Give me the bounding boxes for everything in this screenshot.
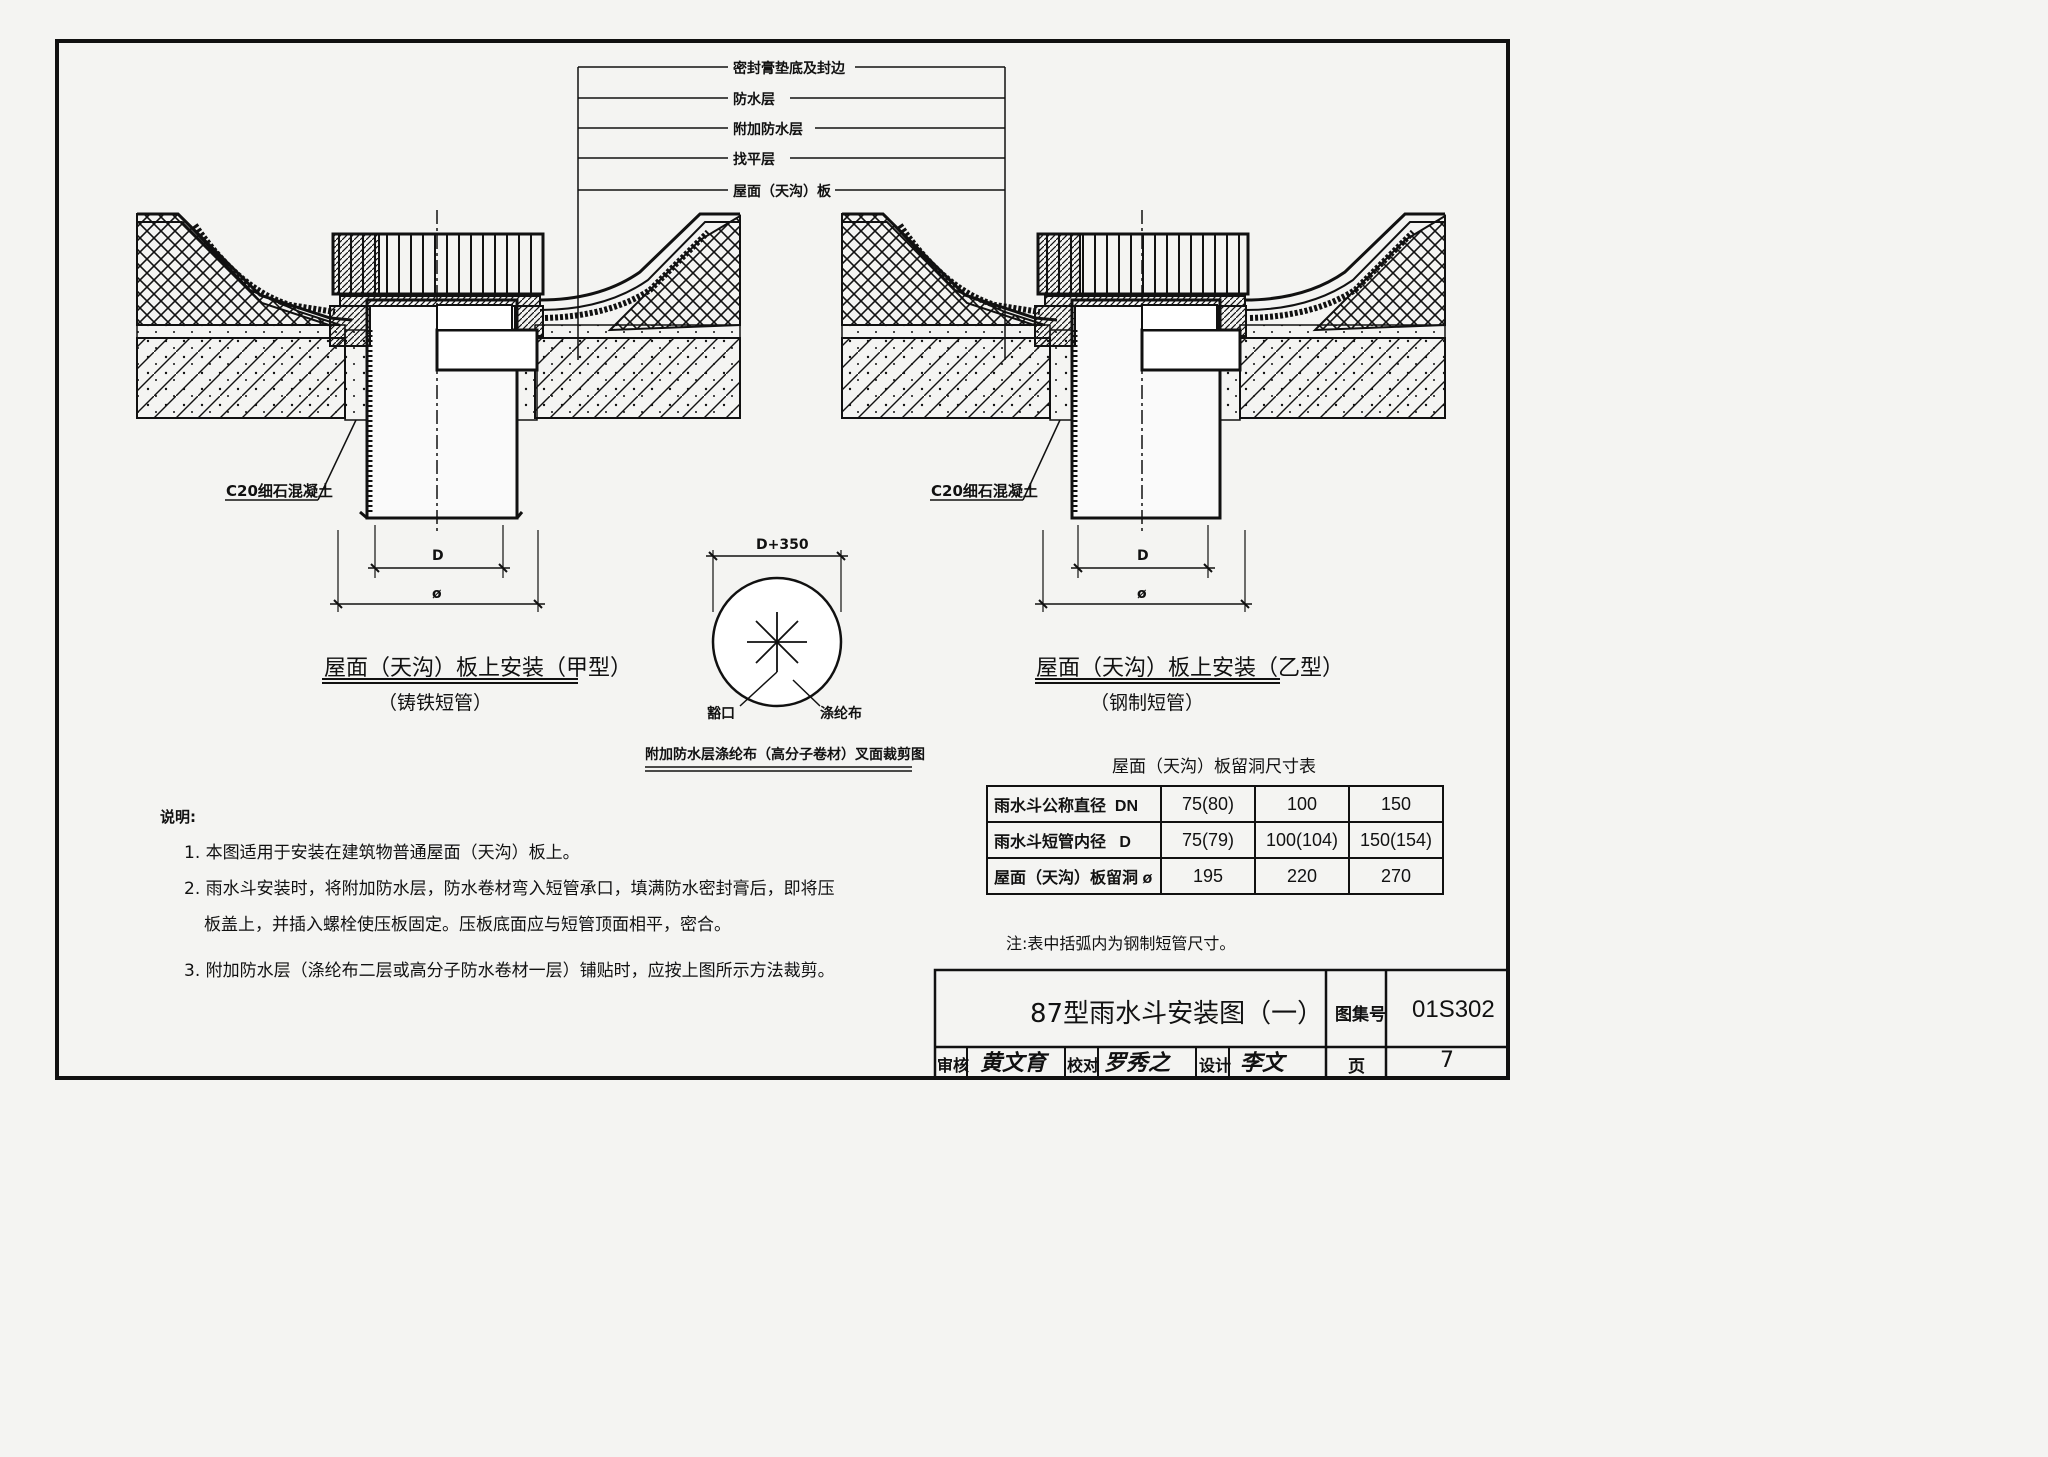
row-label: 屋面（天沟）板留洞 xyxy=(994,870,1139,887)
left-concrete-label: C20细石混凝土 xyxy=(226,482,333,500)
label-leveling-layer: 找平层 xyxy=(733,152,775,168)
note-2-cont: 板盖上，并插入螺栓使压板固定。压板底面应与短管顶面相平，密合。 xyxy=(204,915,731,935)
row-symbol: ø xyxy=(1142,870,1153,887)
page-number: 7 xyxy=(1440,1048,1454,1073)
right-subcaption: （钢制短管） xyxy=(1090,692,1205,714)
drawing-sheet: 密封膏垫底及封边 防水层 附加防水层 找平层 屋面（天沟）板 C20细石混凝土 … xyxy=(55,39,1510,1080)
table-cell: 270 xyxy=(1348,857,1444,895)
table-cell: 75(80) xyxy=(1160,785,1256,823)
table-cell: 雨水斗短管内径 D xyxy=(986,821,1162,859)
table-cell: 150 xyxy=(1348,785,1444,823)
cut-label-notch: 豁口 xyxy=(707,706,735,722)
label-roof-slab: 屋面（天沟）板 xyxy=(733,184,831,200)
check-label: 校对 xyxy=(1067,1056,1100,1075)
right-installation-section xyxy=(841,210,1446,684)
left-caption: 屋面（天沟）板上安装（甲型） xyxy=(324,656,633,681)
notes-title: 说明: xyxy=(160,808,196,826)
cut-caption: 附加防水层涤纶布（高分子卷材）叉面裁剪图 xyxy=(645,747,925,763)
label-waterproof-layer: 防水层 xyxy=(733,92,775,108)
table-row: 屋面（天沟）板留洞 ø 195 220 270 xyxy=(986,857,1444,895)
row-symbol: D xyxy=(1119,834,1131,851)
layer-leaders xyxy=(577,66,1006,360)
cut-detail-figure xyxy=(645,550,912,772)
atlas-label: 图集号 xyxy=(1335,1005,1386,1025)
note-2: 2. 雨水斗安装时，将附加防水层，防水卷材弯入短管承口，填满防水密封膏后，即将压 xyxy=(184,879,835,899)
label-sealant: 密封膏垫底及封边 xyxy=(733,61,845,77)
check-signature: 罗秀之 xyxy=(1104,1050,1171,1076)
drawing-canvas xyxy=(55,39,1510,1080)
row-label: 雨水斗短管内径 xyxy=(994,834,1107,851)
table-cell: 150(154) xyxy=(1348,821,1444,859)
right-dim-outer: ø xyxy=(1137,586,1147,602)
table-row: 雨水斗公称直径 DN 75(80) 100 150 xyxy=(986,785,1444,823)
table-cell: 屋面（天沟）板留洞 ø xyxy=(986,857,1162,895)
hole-size-table: 雨水斗公称直径 DN 75(80) 100 150 雨水斗短管内径 D 75(7… xyxy=(986,785,1444,895)
page-label: 页 xyxy=(1348,1057,1365,1077)
design-label: 设计 xyxy=(1199,1056,1232,1075)
review-label: 审核 xyxy=(937,1056,970,1075)
row-label: 雨水斗公称直径 xyxy=(994,798,1107,815)
review-signature: 黄文育 xyxy=(980,1050,1047,1076)
right-dim-inner: D xyxy=(1137,548,1149,564)
note-1: 1. 本图适用于安装在建筑物普通屋面（天沟）板上。 xyxy=(184,843,580,863)
hole-table-note: 注:表中括弧内为钢制短管尺寸。 xyxy=(1006,934,1236,953)
title-block-frame xyxy=(933,968,1510,1080)
table-cell: 100(104) xyxy=(1254,821,1350,859)
table-cell: 雨水斗公称直径 DN xyxy=(986,785,1162,823)
cut-label-fabric: 涤纶布 xyxy=(820,706,862,722)
left-dim-outer: ø xyxy=(432,586,442,602)
sheet-border xyxy=(55,39,1510,1080)
label-additional-waterproof-layer: 附加防水层 xyxy=(733,122,803,138)
table-cell: 75(79) xyxy=(1160,821,1256,859)
drawing-title: 87型雨水斗安装图（一） xyxy=(1030,999,1324,1029)
right-concrete-label: C20细石混凝土 xyxy=(931,482,1038,500)
design-signature: 李文 xyxy=(1240,1050,1285,1076)
hole-table-title: 屋面（天沟）板留洞尺寸表 xyxy=(1112,757,1316,777)
left-installation-section xyxy=(136,210,741,684)
cut-dimension: D+350 xyxy=(756,537,809,553)
right-caption: 屋面（天沟）板上安装（乙型） xyxy=(1036,656,1345,681)
table-cell: 195 xyxy=(1160,857,1256,895)
note-3: 3. 附加防水层（涤纶布二层或高分子防水卷材一层）铺贴时，应按上图所示方法裁剪。 xyxy=(184,961,835,981)
left-subcaption: （铸铁短管） xyxy=(378,692,493,714)
table-cell: 220 xyxy=(1254,857,1350,895)
row-symbol: DN xyxy=(1114,798,1139,815)
left-dim-inner: D xyxy=(432,548,444,564)
table-cell: 100 xyxy=(1254,785,1350,823)
atlas-number: 01S302 xyxy=(1412,996,1495,1023)
table-row: 雨水斗短管内径 D 75(79) 100(104) 150(154) xyxy=(986,821,1444,859)
